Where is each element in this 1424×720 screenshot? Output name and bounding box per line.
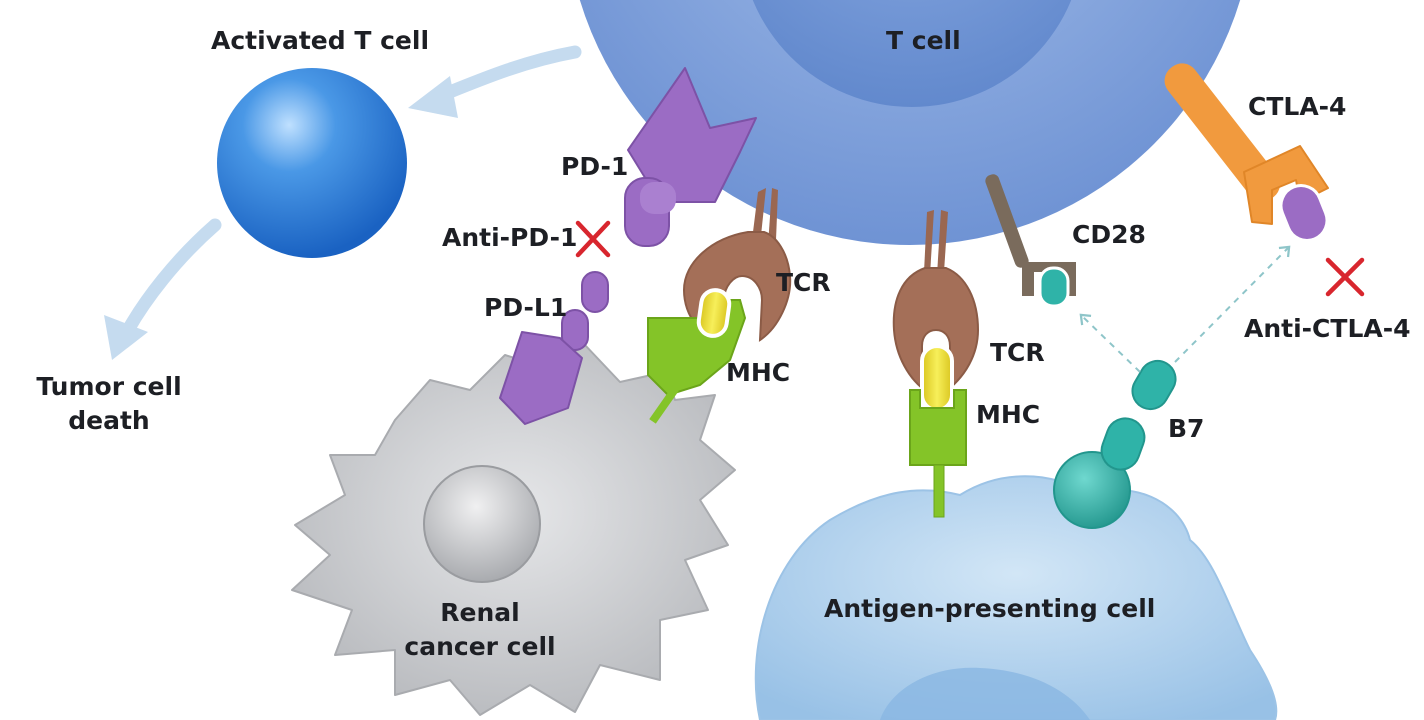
cancer-cell-nucleus [423, 465, 541, 583]
tumor-cell-death-line1: Tumor cell [36, 372, 182, 401]
b7-label: B7 [1168, 414, 1205, 443]
t-cell-nucleus [752, 0, 1072, 107]
pd1-domain [640, 182, 676, 214]
renal-line2: cancer cell [404, 632, 556, 661]
b7-ctla4-dashed-arrow [1174, 245, 1291, 363]
anti-ctla4-block-icon [1325, 257, 1365, 297]
pdl1-tip [581, 271, 609, 313]
pd1-receptor [627, 67, 757, 203]
cd28-label: CD28 [1072, 220, 1146, 249]
anti-pd1-label: Anti-PD-1 [442, 223, 578, 252]
t-cell [579, 0, 1241, 245]
apc-nucleus [880, 667, 1090, 720]
cd28-receptor [985, 174, 1076, 308]
anti-pd1-block-icon [575, 220, 611, 258]
activated-t-cell [217, 68, 407, 258]
tcr-left-label: TCR [776, 268, 831, 297]
mhc-left-label: MHC [726, 358, 791, 387]
mhc-right [909, 389, 967, 518]
pdl1-label: PD-L1 [484, 293, 568, 322]
killing-arrow [121, 218, 222, 337]
renal-cancer-cell-label: Renal cancer cell [380, 596, 580, 664]
tumor-cell-death-line2: death [68, 406, 150, 435]
anti-ctla4-label: Anti-CTLA-4 [1244, 314, 1411, 343]
pdl1-base [499, 331, 583, 425]
activated-t-cell-label: Activated T cell [211, 26, 430, 55]
renal-line1: Renal [440, 598, 520, 627]
ctla4-label: CTLA-4 [1248, 92, 1347, 121]
tumor-cell-death-label: Tumor cell death [24, 370, 194, 438]
b7-ligand [1053, 359, 1177, 529]
killing-arrowhead [104, 315, 148, 360]
ctla4-receptor [1164, 63, 1329, 242]
activation-arrowhead [408, 76, 458, 118]
pdl1-mid [561, 309, 589, 351]
antigen-left [696, 288, 732, 338]
b7-cd28-dashed-arrow [1079, 313, 1141, 373]
antigen-right [920, 344, 954, 412]
mhc-right-label: MHC [976, 400, 1041, 429]
tcr-right-label: TCR [990, 338, 1045, 367]
tcr-right [892, 210, 980, 391]
apc-label: Antigen-presenting cell [824, 594, 1156, 623]
pd1-label: PD-1 [561, 152, 629, 181]
t-cell-label: T cell [886, 26, 961, 55]
